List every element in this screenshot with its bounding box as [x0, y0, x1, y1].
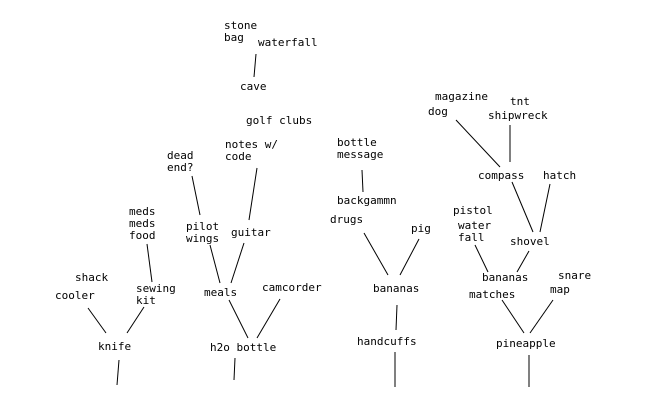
edge-cooler-knife — [87, 307, 107, 334]
edge-shovel-bananas — [516, 250, 530, 273]
node-tnt: tnt — [510, 95, 530, 108]
edge-pig-bananas — [399, 238, 420, 276]
node-shipwreck: shipwreck — [488, 109, 548, 122]
node-handcuffs: handcuffs — [357, 335, 417, 348]
node-shovel: shovel — [510, 235, 550, 248]
node-map: map — [550, 283, 570, 296]
edge-bottle-stem — [233, 357, 236, 381]
edge-meds-sewing — [146, 243, 153, 283]
node-bananas-right: bananas — [482, 271, 529, 284]
node-notes-code: notes w/ code — [225, 138, 278, 163]
edge-waterfall-bananas — [474, 244, 489, 273]
edge-notes-guitar — [248, 167, 258, 221]
node-snare: snare — [558, 269, 592, 282]
edge-bananas-handcuffs — [395, 304, 398, 331]
node-bananas-mid: bananas — [373, 282, 420, 295]
edge-compass-shovel — [511, 181, 534, 233]
node-hatch: hatch — [543, 169, 577, 182]
node-meds-food: meds meds food — [129, 205, 156, 242]
edge-deadend-pilot — [191, 175, 201, 216]
edge-camcorder-bottle — [256, 298, 281, 339]
edge-sewing-knife — [126, 306, 145, 334]
edge-guitar-meals — [230, 242, 245, 284]
node-guitar: guitar — [231, 226, 271, 239]
node-stone-bag: stone bag — [224, 19, 258, 44]
node-cave: cave — [240, 80, 267, 93]
node-backgammn: backgammn — [337, 194, 397, 207]
node-waterfall-top: waterfall — [258, 36, 318, 49]
node-h2o-bottle: h2o bottle — [210, 341, 277, 354]
edge-dog-compass — [455, 119, 501, 168]
node-knife: knife — [98, 340, 132, 353]
node-compass: compass — [478, 169, 525, 182]
node-pig: pig — [411, 222, 431, 235]
node-sewing-kit: sewing kit — [136, 282, 176, 307]
node-shack: shack — [75, 271, 109, 284]
node-cooler: cooler — [55, 289, 95, 302]
node-meals: meals — [204, 286, 238, 299]
node-drugs: drugs — [330, 213, 364, 226]
node-pineapple: pineapple — [496, 337, 556, 350]
edge-hatch-shovel — [539, 183, 551, 233]
edge-matches-pineapple — [501, 299, 525, 334]
node-bottle-message: bottle message — [337, 136, 384, 161]
edge-map-pineapple — [529, 299, 554, 334]
edge-waterfall-cave — [253, 53, 257, 78]
edge-bottle-backgammn — [361, 169, 364, 193]
node-dead-end: dead end? — [167, 149, 194, 174]
edge-drugs-bananas — [363, 232, 389, 276]
node-water-fall: water fall — [458, 219, 492, 244]
node-pistol: pistol — [453, 204, 493, 217]
node-dog: dog — [428, 105, 448, 118]
edge-pilot-meals — [209, 244, 221, 284]
edge-meals-bottle — [228, 299, 249, 339]
node-pilot-wings: pilot wings — [186, 220, 220, 245]
edge-knife-stem — [116, 359, 120, 386]
node-magazine: magazine — [435, 90, 488, 103]
node-golf-clubs: golf clubs — [246, 114, 313, 127]
node-matches: matches — [469, 288, 516, 301]
node-camcorder: camcorder — [262, 281, 322, 294]
